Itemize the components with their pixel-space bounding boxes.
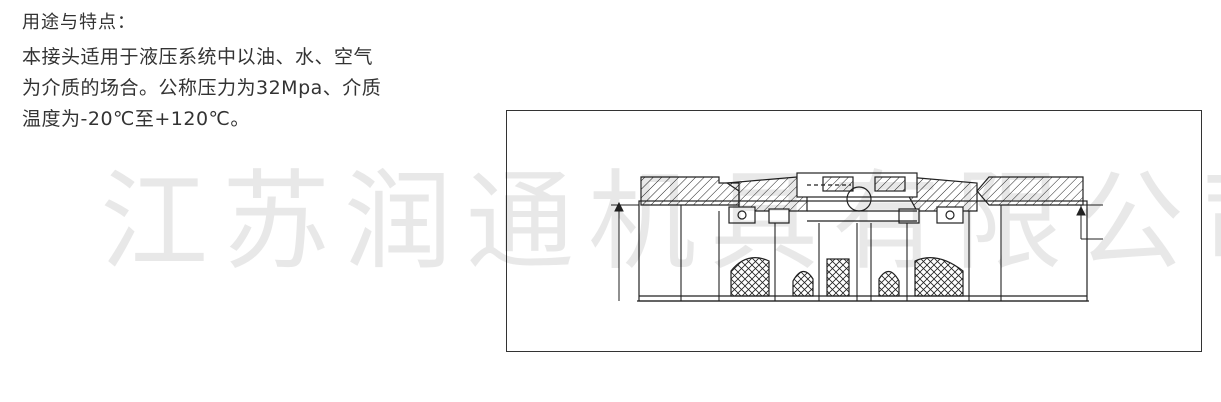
poppet-seals	[730, 257, 964, 297]
valve-stems	[680, 205, 1002, 301]
coupling-cross-section-drawing	[611, 172, 1103, 302]
description-line-3: 温度为-20℃至+120℃。	[22, 108, 250, 130]
description-paragraph: 本接头适用于液压系统中以油、水、空气 为介质的场合。公称压力为32Mpa、介质 …	[22, 42, 452, 135]
description-line-1: 本接头适用于液压系统中以油、水、空气	[22, 46, 374, 68]
left-housing-section	[640, 176, 808, 212]
locking-sleeve	[796, 172, 918, 212]
section-heading: 用途与特点：	[22, 12, 136, 33]
valve-seal-rings	[728, 206, 964, 224]
coupling-body-outline	[637, 200, 1089, 302]
description-line-2: 为介质的场合。公称压力为32Mpa、介质	[22, 77, 382, 99]
dimension-markers	[611, 201, 1103, 301]
right-housing-section	[906, 176, 1084, 212]
technical-drawing-frame	[506, 110, 1202, 352]
